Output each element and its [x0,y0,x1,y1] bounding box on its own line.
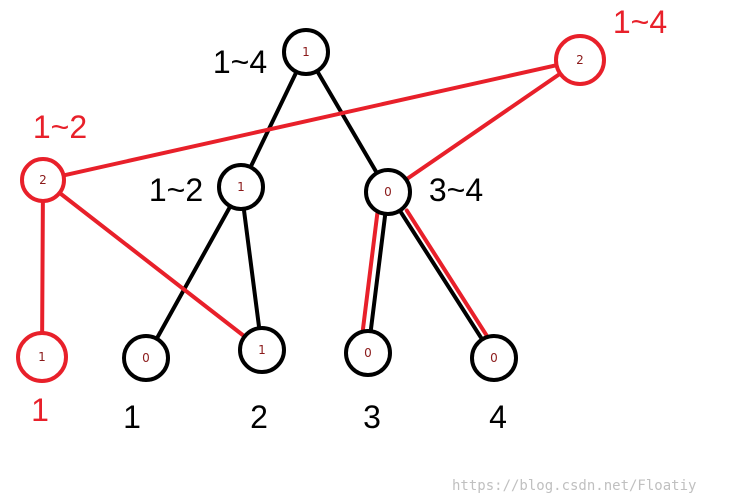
new-edge-b-34-to-b-4 [404,208,492,342]
tree-node-b-4: 0 [470,334,518,382]
node-circle [217,163,265,211]
new-edge-b-34-to-b-3 [360,211,380,334]
original-edge-b-root-to-b-12 [248,69,299,170]
original-edge-b-12-to-b-1 [154,204,233,341]
node-circle [238,326,286,374]
node-circle [16,331,68,383]
node-circle [122,334,170,382]
original-edge-b-12-to-b-2 [241,206,262,331]
original-edge-b-34-to-b-4 [397,208,485,342]
node-count: 0 [384,185,392,199]
range-label-r-1: 1 [31,392,49,428]
node-count: 1 [302,45,310,59]
new-edge-r-12-to-r-1 [40,198,45,336]
tree-node-b-3: 0 [344,329,392,377]
node-count: 0 [364,346,372,360]
tree-node-b-root: 1 [282,28,330,76]
node-count: 2 [576,53,584,67]
tree-node-b-1: 0 [122,334,170,382]
range-label-b-1: 1 [123,399,141,435]
node-count: 2 [39,173,47,187]
node-circle [364,168,412,216]
watermark: https://blog.csdn.net/Floatiy [452,478,696,494]
range-label-r-12: 1~2 [33,109,87,145]
original-edge-b-34-to-b-3 [368,211,388,334]
range-label-b-12: 1~2 [149,172,203,208]
node-circle [282,28,330,76]
range-label-b-3: 3 [363,399,381,435]
tree-node-r-root: 2 [554,34,606,86]
node-count: 1 [258,343,266,357]
node-count: 0 [142,351,150,365]
node-circle [554,34,606,86]
nodes: 1 1 0 0 1 0 0 2 2 1 [16,28,606,383]
range-label-b-34: 3~4 [429,172,483,208]
range-labels: 1~4 1~2 3~4 1 2 3 4 1~4 1~2 1 [31,4,667,435]
edges [40,63,563,342]
tree-node-b-34: 0 [364,168,412,216]
tree-node-b-2: 1 [238,326,286,374]
node-count: 0 [490,351,498,365]
range-label-b-root: 1~4 [213,44,267,80]
node-count: 1 [38,350,46,364]
original-edge-b-root-to-b-34 [315,68,379,176]
tree-node-b-12: 1 [217,163,265,211]
range-label-b-2: 2 [250,399,268,435]
node-circle [20,157,66,203]
new-edge-r-12-to-b-2 [57,190,247,339]
new-edge-r-root-to-r-12 [61,63,559,178]
node-count: 1 [237,180,245,194]
node-circle [344,329,392,377]
tree-node-r-12: 2 [20,157,66,203]
tree-node-r-1: 1 [16,331,68,383]
new-edge-r-root-to-b-34 [404,71,563,182]
node-circle [470,334,518,382]
range-label-b-4: 4 [489,399,507,435]
range-label-r-root: 1~4 [613,4,667,40]
